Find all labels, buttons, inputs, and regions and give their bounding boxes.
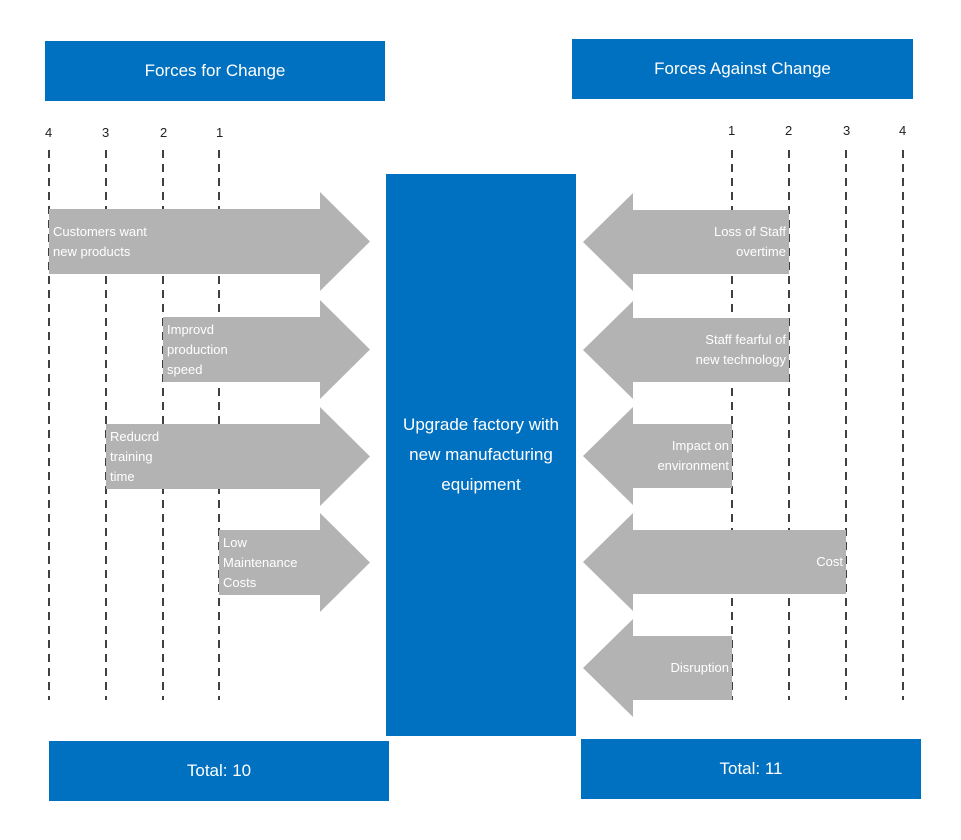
force-against-label: Loss of Staff overtime xyxy=(713,224,786,259)
force-for-arrow xyxy=(219,513,370,612)
right-tick-1: 1 xyxy=(728,123,735,138)
force-against-arrow xyxy=(583,407,732,505)
force-for-arrow xyxy=(106,407,370,506)
forces-against-arrows xyxy=(583,193,846,717)
forces-against-total-label: Total: 11 xyxy=(719,759,783,778)
proposed-change-box: Upgrade factory with new manufacturing e… xyxy=(386,174,576,736)
left-tick-1: 1 xyxy=(216,125,223,140)
forces-against-header: Forces Against Change xyxy=(572,39,913,99)
force-against-label: Staff fearful of new technology xyxy=(695,332,786,367)
force-against-arrow xyxy=(583,193,789,291)
forces-for-total: Total: 10 xyxy=(49,741,389,801)
right-tick-2: 2 xyxy=(785,123,792,138)
force-for-label: Improvd production speed xyxy=(167,321,228,377)
force-for-arrow xyxy=(49,192,370,291)
force-against-label: Cost xyxy=(816,554,843,569)
force-for-label: Customers want new products xyxy=(53,223,147,259)
left-tick-2: 2 xyxy=(160,125,167,140)
force-against-arrow xyxy=(583,619,732,717)
forces-for-arrows xyxy=(49,192,370,612)
forces-against-total: Total: 11 xyxy=(581,739,921,799)
left-tick-3: 3 xyxy=(102,125,109,140)
right-tick-4: 4 xyxy=(899,123,906,138)
force-for-label: Low Maintenance Costs xyxy=(223,534,298,590)
force-against-label: Disruption xyxy=(670,660,729,675)
force-against-label: Impact on environment xyxy=(657,438,729,473)
scale-labels: 4 3 2 1 1 2 3 4 xyxy=(45,123,906,140)
forces-for-title: Forces for Change xyxy=(144,61,286,80)
proposed-change-text: Upgrade factory with new manufacturing e… xyxy=(403,415,559,494)
forces-for-total-label: Total: 10 xyxy=(186,761,252,780)
force-against-arrow xyxy=(583,513,846,611)
right-tick-3: 3 xyxy=(843,123,850,138)
forces-against-title: Forces Against Change xyxy=(654,59,831,78)
force-for-arrow xyxy=(163,300,370,399)
force-for-label: Reducrd training time xyxy=(110,428,160,484)
force-against-arrow xyxy=(583,301,789,399)
forces-for-header: Forces for Change xyxy=(45,41,385,101)
left-tick-4: 4 xyxy=(45,125,52,140)
